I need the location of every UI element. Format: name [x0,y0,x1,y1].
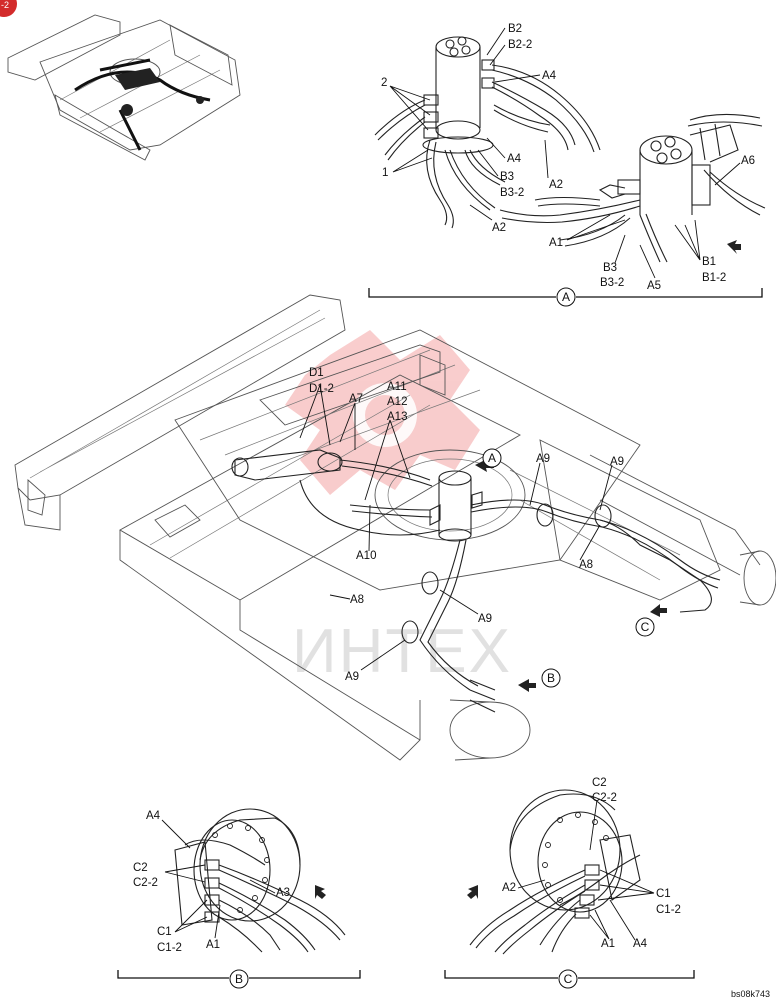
detail-c-bracket: C [444,969,695,989]
callout-b-a4: A4 [146,810,161,822]
svg-text:B: B [547,671,555,685]
callout-b-a3: A3 [276,887,290,899]
callout-b-a1: A1 [206,939,220,951]
callout-b3-2: B3-2 [500,187,524,199]
callout-a9-b: A9 [610,456,624,468]
detail-a-bracket: A [368,287,763,307]
callout-d1-2: D1-2 [309,383,334,395]
callout-a8-right: A8 [579,559,593,571]
callout-a9-c: A9 [478,613,492,625]
image-code: bs08k743 [731,989,770,999]
watermark-text: ИНТЕХ [292,617,512,686]
callout-b1-2: B1-2 [702,272,726,284]
detail-c-leaders [517,799,655,941]
detail-a-leaders [389,27,741,279]
undercarriage-thumbnail [7,14,241,161]
callout-a7: A7 [349,393,363,405]
main-view-leaders [299,384,613,671]
arrow-icon [650,604,667,617]
callout-b1: B1 [702,256,716,268]
callout-a4-top: A4 [542,70,557,82]
callout-c-ref: C [635,617,655,637]
arrow-icon [727,240,741,254]
callout-d1: D1 [309,367,324,379]
callout-a1: A1 [549,237,563,249]
callout-a2-low: A2 [492,222,506,234]
callout-c-a1: A1 [601,938,615,950]
callout-a6: A6 [741,155,755,167]
callout-a10: A10 [356,550,376,562]
callout-a-ref: A [482,448,502,468]
arrow-icon [518,679,536,692]
callout-b3: B3 [500,171,514,183]
arrow-icon [315,885,326,899]
callout-a12: A12 [387,396,407,408]
detail-c-callouts: C2 C2-2 A2 C1 C1-2 A1 A4 [502,777,681,950]
callout-b-c1-2: C1-2 [157,942,182,954]
detail-a-callouts: B2 B2-2 A4 2 1 A4 B3 B3-2 A2 A2 A6 A1 B3… [381,23,755,292]
svg-text:C: C [641,620,650,634]
callout-c-c1: C1 [656,888,671,900]
callout-a9-a: A9 [536,453,550,465]
callout-b-c1: C1 [157,926,172,938]
detail-a-label: A [562,290,570,304]
callout-a9-d: A9 [345,671,359,683]
arrow-icon [475,459,494,472]
callout-b3-2-right: B3-2 [600,277,624,289]
detail-b-drawing [174,808,346,953]
callout-b2-2: B2-2 [508,39,532,51]
callout-c-c1-2: C1-2 [656,904,681,916]
callout-c-c2-2: C2-2 [592,792,617,804]
callout-a8-left: A8 [350,594,364,606]
callout-b-c2-2: C2-2 [133,877,158,889]
detail-b-callouts: A4 C2 C2-2 A3 C1 C1-2 A1 [133,810,290,954]
detail-c-label: C [564,972,573,986]
corner-badge: -2 [0,0,17,17]
svg-text:A: A [488,451,496,465]
callout-a2-mid: A2 [549,179,563,191]
callout-a11: A11 [387,381,407,393]
callout-b3-right: B3 [603,262,617,274]
callout-c-a2: A2 [502,882,516,894]
corner-badge-text: -2 [1,0,9,10]
detail-b-label: B [235,972,243,986]
detail-c-drawing [467,789,641,955]
callout-a13: A13 [387,411,407,423]
callout-c-a4: A4 [633,938,648,950]
callout-1: 1 [382,167,388,179]
watermark-logo [285,330,480,495]
arrow-icon [467,885,478,899]
main-view-drawing [14,294,776,761]
callout-b2: B2 [508,23,522,35]
detail-b-bracket: B [117,969,361,989]
callout-b-ref: B [541,668,561,688]
main-view-callouts: D1 D1-2 A7 A11 A12 A13 A A9 A9 A10 A8 A8… [309,367,655,688]
detail-b-leaders [161,819,276,939]
callout-a5: A5 [647,280,661,292]
callout-a4-mid: A4 [507,153,522,165]
callout-b-c2: C2 [133,862,148,874]
detail-a-drawing [374,36,766,263]
callout-c-c2: C2 [592,777,607,789]
callout-2: 2 [381,77,387,89]
